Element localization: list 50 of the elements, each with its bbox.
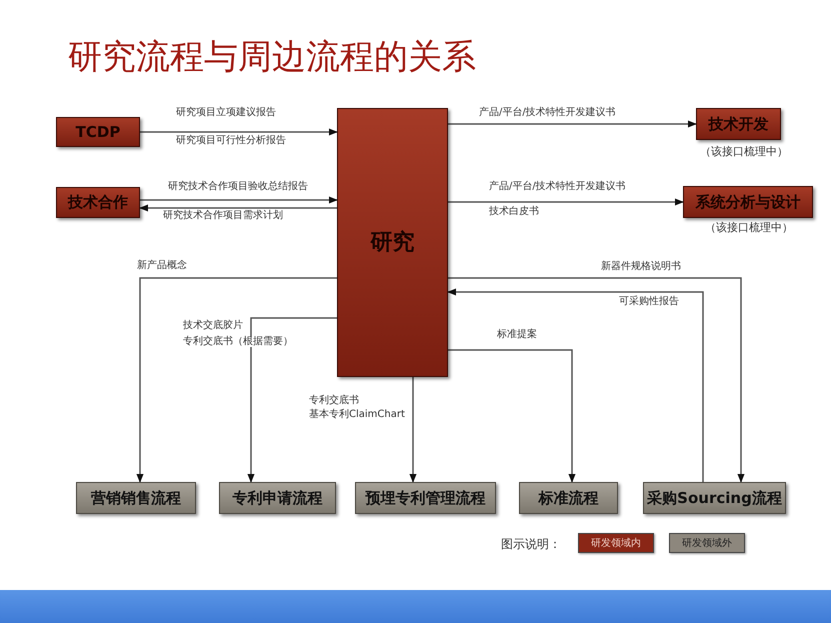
note-text: 研究项目可行性分析报告 [175, 136, 287, 146]
flow-box [643, 482, 786, 514]
edge-label: 技术交底胶片 [182, 321, 244, 331]
process-box [56, 187, 140, 218]
node-label: 专利申请流程 [232, 488, 322, 509]
node-label: 营销销售流程 [91, 488, 181, 509]
connector-arrow [447, 288, 704, 482]
node-label: 技术合作 [68, 192, 128, 214]
node-note: （该接口梳理中） [705, 222, 793, 233]
connector-arrow [140, 196, 338, 204]
node-note: （该接口梳理中） [700, 146, 788, 157]
flow-box [355, 482, 496, 514]
edge-label: 标准提案 [496, 330, 538, 340]
note-text: 专利交底书 [308, 396, 360, 406]
node-label: 标准流程 [538, 488, 598, 509]
edge-label: 新器件规格说明书 [600, 262, 682, 272]
node-label: TCDP [76, 122, 120, 143]
connector-arrow [140, 128, 338, 136]
node-label: 技术开发 [708, 114, 768, 135]
edge-label: 可采购性报告 [618, 297, 680, 307]
flow-box [219, 482, 336, 514]
edge-label: 研究技术合作项目验收总结报告 [167, 182, 309, 192]
process-box [683, 186, 813, 218]
edge-label: 基本专利ClaimChart [308, 410, 406, 420]
process-block [337, 108, 448, 377]
edge-label: 产品/平台/技术特性开发建议书 [478, 108, 617, 118]
connector-arrow [136, 277, 337, 483]
note-text: 技术白皮书 [488, 207, 540, 217]
flow-box [519, 482, 618, 514]
edge-label: 新产品概念 [136, 261, 188, 271]
edge-label: 研究项目立项建议报告 [175, 108, 277, 118]
connector-arrow [448, 120, 697, 128]
connector-arrow [139, 204, 337, 212]
connector-arrow [448, 349, 576, 483]
process-box [696, 108, 781, 140]
legend-label: 研发领域外 [682, 536, 732, 550]
connector-arrow [247, 317, 337, 483]
connector-arrow [448, 198, 684, 206]
node-label: 采购Sourcing流程 [647, 488, 782, 509]
node-label: 研究 [370, 229, 414, 257]
edge-label: 产品/平台/技术特性开发建议书 [488, 182, 627, 192]
legend-label: 研发领域内 [591, 536, 641, 550]
process-box [56, 117, 140, 147]
connector-arrow [409, 377, 417, 483]
node-label: 系统分析与设计 [696, 192, 800, 213]
node-label: 预埋专利管理流程 [366, 488, 486, 509]
flow-box [76, 482, 196, 514]
title: 研究流程与周边流程的关系 [68, 40, 476, 74]
edge-label: 研究技术合作项目需求计划 [162, 211, 284, 221]
connector-arrow [448, 277, 745, 483]
